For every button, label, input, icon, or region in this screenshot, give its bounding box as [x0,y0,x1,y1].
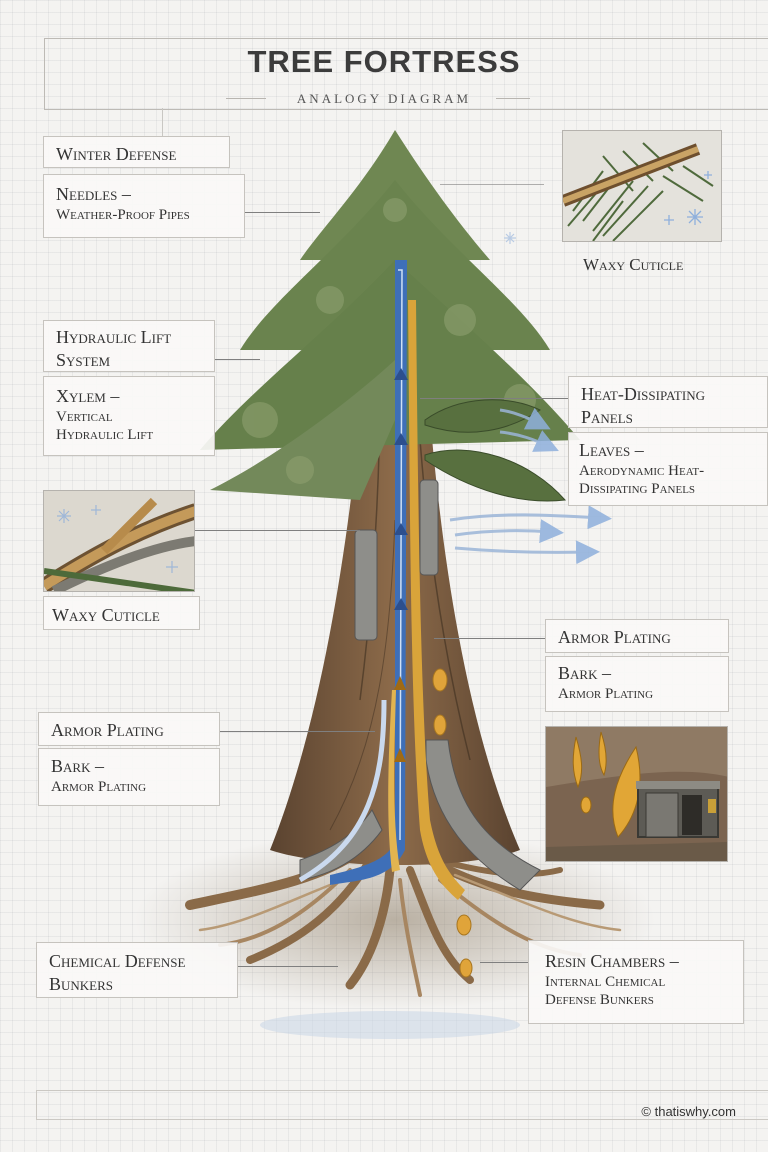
hydraulic-line2: System [56,349,111,370]
label-bark-right: Bark – Armor Plating [545,656,729,712]
leader-heat-panels [420,398,568,399]
leader-waxy-right [440,184,544,185]
resin-line2: Internal Chemical [545,973,666,990]
inset-needles [562,130,722,242]
armor-right-text: Armor Plating [558,627,671,647]
leaves-line2: Aerodynamic Heat- [579,462,705,479]
airflow-arrows [449,407,612,565]
bark-right-subtitle: Armor Plating [558,685,654,702]
xylem-title: Xylem – [56,386,120,406]
bark-right-title: Bark – [558,663,611,683]
label-waxy-cuticle-right: Waxy Cuticle [583,255,684,274]
label-needles: Needles – Weather-Proof Pipes [43,174,245,238]
leader-waxy-left [195,530,360,531]
inset-resin-bunker [545,726,728,862]
credit-text: © thatiswhy.com [641,1104,736,1119]
leader-needles [245,212,320,213]
xylem-line2: Vertical [56,408,113,425]
hydraulic-line1: Hydraulic Lift [56,327,172,347]
leader-armor-right [434,638,546,639]
title-connector [162,108,163,136]
resin-line3: Defense Bunkers [545,992,654,1009]
needles-title: Needles – [56,184,131,204]
resin-line1: Resin Chambers – [545,951,679,971]
label-hydraulic-lift: Hydraulic Lift System [43,320,215,372]
label-armor-plating-right: Armor Plating [545,619,729,653]
waxy-pipes-image [44,491,194,591]
armor-left-text: Armor Plating [51,720,164,740]
page-title: TREE FORTRESS [247,44,521,79]
leader-resin [480,962,528,963]
winter-defense-text: Winter Defense [56,144,177,164]
label-xylem: Xylem – Vertical Hydraulic Lift [43,376,215,456]
leaves-line3: Dissipating Panels [579,481,696,498]
resin-channel [388,300,473,978]
chemical-line2: Bunkers [49,973,114,994]
waxy-cuticle-left-text: Waxy Cuticle [52,605,160,625]
xylem-channel [298,260,408,885]
footer-frame [36,1090,768,1120]
inset-waxy-cuticle-left [43,490,195,592]
foliage [200,130,580,500]
label-armor-plating-left: Armor Plating [38,712,220,746]
label-resin-chambers: Resin Chambers – Internal Chemical Defen… [528,940,744,1024]
heat-line2: Panels [581,406,633,427]
subtitle-rule-left [226,98,266,99]
label-waxy-cuticle-left: Waxy Cuticle [43,596,200,630]
leader-hydraulic [215,359,260,360]
leader-chemical [238,966,338,967]
bark-left-subtitle: Armor Plating [51,778,147,795]
label-winter-defense: Winter Defense [43,136,230,168]
chemical-line1: Chemical Defense [49,951,186,971]
heat-line1: Heat-Dissipating [581,384,705,404]
label-leaves: Leaves – Aerodynamic Heat- Dissipating P… [568,432,768,506]
broad-leaves [424,399,567,502]
needles-closeup-image [563,131,721,241]
page-subtitle: ANALOGY DIAGRAM [296,91,472,106]
resin-bunker-image [546,727,727,861]
leaves-title: Leaves – [579,440,644,460]
label-chemical-defense: Chemical Defense Bunkers [36,942,238,998]
subtitle-rule-right [496,98,530,99]
xylem-line3: Hydraulic Lift [56,427,154,444]
bark-left-title: Bark – [51,756,104,776]
title-frame [44,38,768,110]
leader-armor-left [220,731,375,732]
needles-subtitle: Weather-Proof Pipes [56,206,190,223]
label-bark-left: Bark – Armor Plating [38,748,220,806]
label-heat-dissipating-panels: Heat-Dissipating Panels [568,376,768,428]
